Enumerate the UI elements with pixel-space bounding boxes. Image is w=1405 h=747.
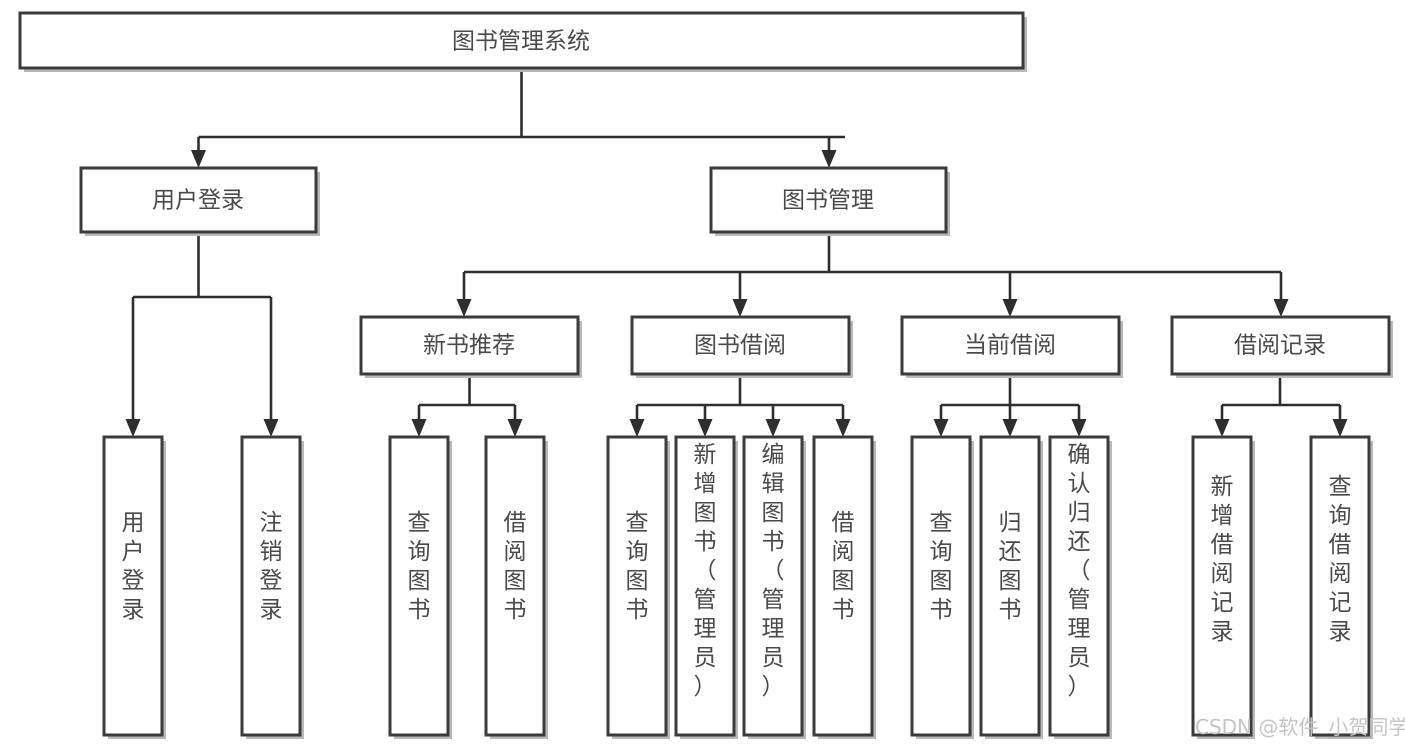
connector-group-new-book-to-leaves (411, 374, 523, 437)
node-current-borrow-label: 当前借阅 (964, 333, 1056, 359)
arrow-leaf-user-login (125, 419, 141, 437)
node-leaf-add-record-label: 新增借阅记录 (1211, 474, 1234, 645)
node-leaf-borrow-book-1-box (484, 435, 546, 737)
arrow-leaf-query-book-1 (411, 419, 427, 437)
arrow-leaf-add-record (1214, 419, 1230, 437)
node-leaf-confirm-return[interactable]: 确认归还（管理员） (1048, 435, 1112, 739)
node-new-book-recommend-box (359, 315, 580, 376)
node-leaf-logout-box (240, 435, 302, 737)
node-leaf-add-book-box (674, 435, 736, 737)
node-user-login[interactable]: 用户登录 (79, 166, 320, 236)
node-leaf-return-book-box (979, 435, 1041, 737)
node-current-borrow[interactable]: 当前借阅 (900, 315, 1123, 378)
arrow-leaf-query-book-2 (629, 419, 645, 437)
arrow-borrow-record (1273, 299, 1289, 317)
node-borrow-record-label: 借阅记录 (1234, 333, 1326, 359)
csdn-watermark: CSDN @软件_小贺同学 (1195, 715, 1405, 739)
node-root-label: 图书管理系统 (452, 29, 590, 55)
node-leaf-user-login-label: 用户登录 (122, 510, 145, 623)
node-leaf-query-record-box (1309, 435, 1371, 737)
node-user-login-label: 用户登录 (152, 188, 244, 214)
connector-group-book-borrow-to-leaves (629, 374, 851, 437)
node-borrow-record-box (1170, 315, 1391, 376)
node-leaf-query-book-2[interactable]: 查询图书 (606, 435, 670, 739)
node-leaf-query-record[interactable]: 查询借阅记录 (1309, 435, 1373, 739)
node-leaf-query-book-3-label: 查询图书 (930, 510, 953, 623)
node-leaf-return-book[interactable]: 归还图书 (979, 435, 1043, 739)
node-leaf-borrow-book-2-label: 借阅图书 (832, 510, 855, 623)
node-book-manage[interactable]: 图书管理 (709, 166, 950, 236)
node-leaf-query-book-1[interactable]: 查询图书 (388, 435, 452, 739)
node-leaf-query-book-3-box (910, 435, 972, 737)
node-leaf-user-login[interactable]: 用户登录 (102, 435, 166, 739)
node-book-borrow[interactable]: 图书借阅 (630, 315, 853, 378)
node-leaf-query-book-1-label: 查询图书 (408, 510, 431, 623)
arrow-to-book-manage (821, 150, 837, 168)
arrow-to-user-login (191, 150, 206, 168)
arrow-leaf-edit-book (765, 419, 781, 437)
arrow-leaf-query-record (1332, 419, 1348, 437)
node-new-book-recommend[interactable]: 新书推荐 (359, 315, 582, 378)
node-leaf-query-book-2-label: 查询图书 (626, 510, 649, 623)
node-root-box (18, 11, 1025, 70)
node-leaf-query-book-1-box (388, 435, 450, 737)
arrow-leaf-return-book (1002, 419, 1018, 437)
node-user-login-box (79, 166, 318, 234)
connector-group-book-manage-to-level3 (456, 232, 1289, 317)
node-leaf-borrow-book-2-box (812, 435, 874, 737)
node-borrow-record[interactable]: 借阅记录 (1170, 315, 1393, 378)
node-leaf-add-book[interactable]: 新增图书（管理员） (674, 435, 738, 739)
node-leaf-borrow-book-1-label: 借阅图书 (504, 510, 527, 623)
connector-group-current-borrow-to-leaves (933, 374, 1087, 437)
arrow-leaf-confirm-return (1071, 419, 1087, 437)
node-leaf-confirm-return-box (1048, 435, 1110, 737)
node-leaf-query-book-3[interactable]: 查询图书 (910, 435, 974, 739)
node-book-borrow-label: 图书借阅 (694, 333, 786, 359)
node-book-manage-box (709, 166, 948, 234)
node-new-book-recommend-label: 新书推荐 (423, 333, 515, 359)
node-leaf-logout-label: 注销登录 (260, 510, 283, 623)
arrow-leaf-add-book (697, 419, 713, 437)
node-leaf-user-login-box (102, 435, 164, 737)
node-leaf-edit-book[interactable]: 编辑图书（管理员） (742, 435, 806, 739)
node-book-manage-label: 图书管理 (782, 188, 874, 214)
connector-group-borrow-record-to-leaves (1214, 374, 1348, 437)
node-leaf-borrow-book-2[interactable]: 借阅图书 (812, 435, 876, 739)
arrow-leaf-query-book-3 (933, 419, 949, 437)
arrow-book-borrow (732, 299, 748, 317)
arrow-leaf-logout (263, 419, 279, 437)
arrow-leaf-borrow-book-1 (507, 419, 523, 437)
node-leaf-edit-book-label: 编辑图书（管理员） (762, 442, 785, 700)
connector-group-user-login-to-leaves (125, 232, 279, 437)
node-leaf-return-book-label: 归还图书 (999, 510, 1022, 623)
node-leaf-query-record-label: 查询借阅记录 (1329, 474, 1352, 645)
node-leaf-borrow-book-1[interactable]: 借阅图书 (484, 435, 548, 739)
node-current-borrow-box (900, 315, 1121, 376)
connector-group-root-to-level2 (191, 68, 845, 168)
node-root[interactable]: 图书管理系统 (18, 11, 1027, 72)
node-leaf-query-book-2-box (606, 435, 668, 737)
arrow-leaf-borrow-book-2 (835, 419, 851, 437)
node-leaf-add-record[interactable]: 新增借阅记录 (1191, 435, 1255, 739)
node-book-borrow-box (630, 315, 851, 376)
node-leaf-add-book-label: 新增图书（管理员） (694, 442, 717, 700)
node-leaf-edit-book-box (742, 435, 804, 737)
node-leaf-add-record-box (1191, 435, 1253, 737)
node-leaf-confirm-return-label: 确认归还（管理员） (1068, 442, 1091, 700)
arrow-current-borrow (1002, 299, 1018, 317)
node-leaf-logout[interactable]: 注销登录 (240, 435, 304, 739)
arrow-new-book-recommend (456, 299, 472, 317)
